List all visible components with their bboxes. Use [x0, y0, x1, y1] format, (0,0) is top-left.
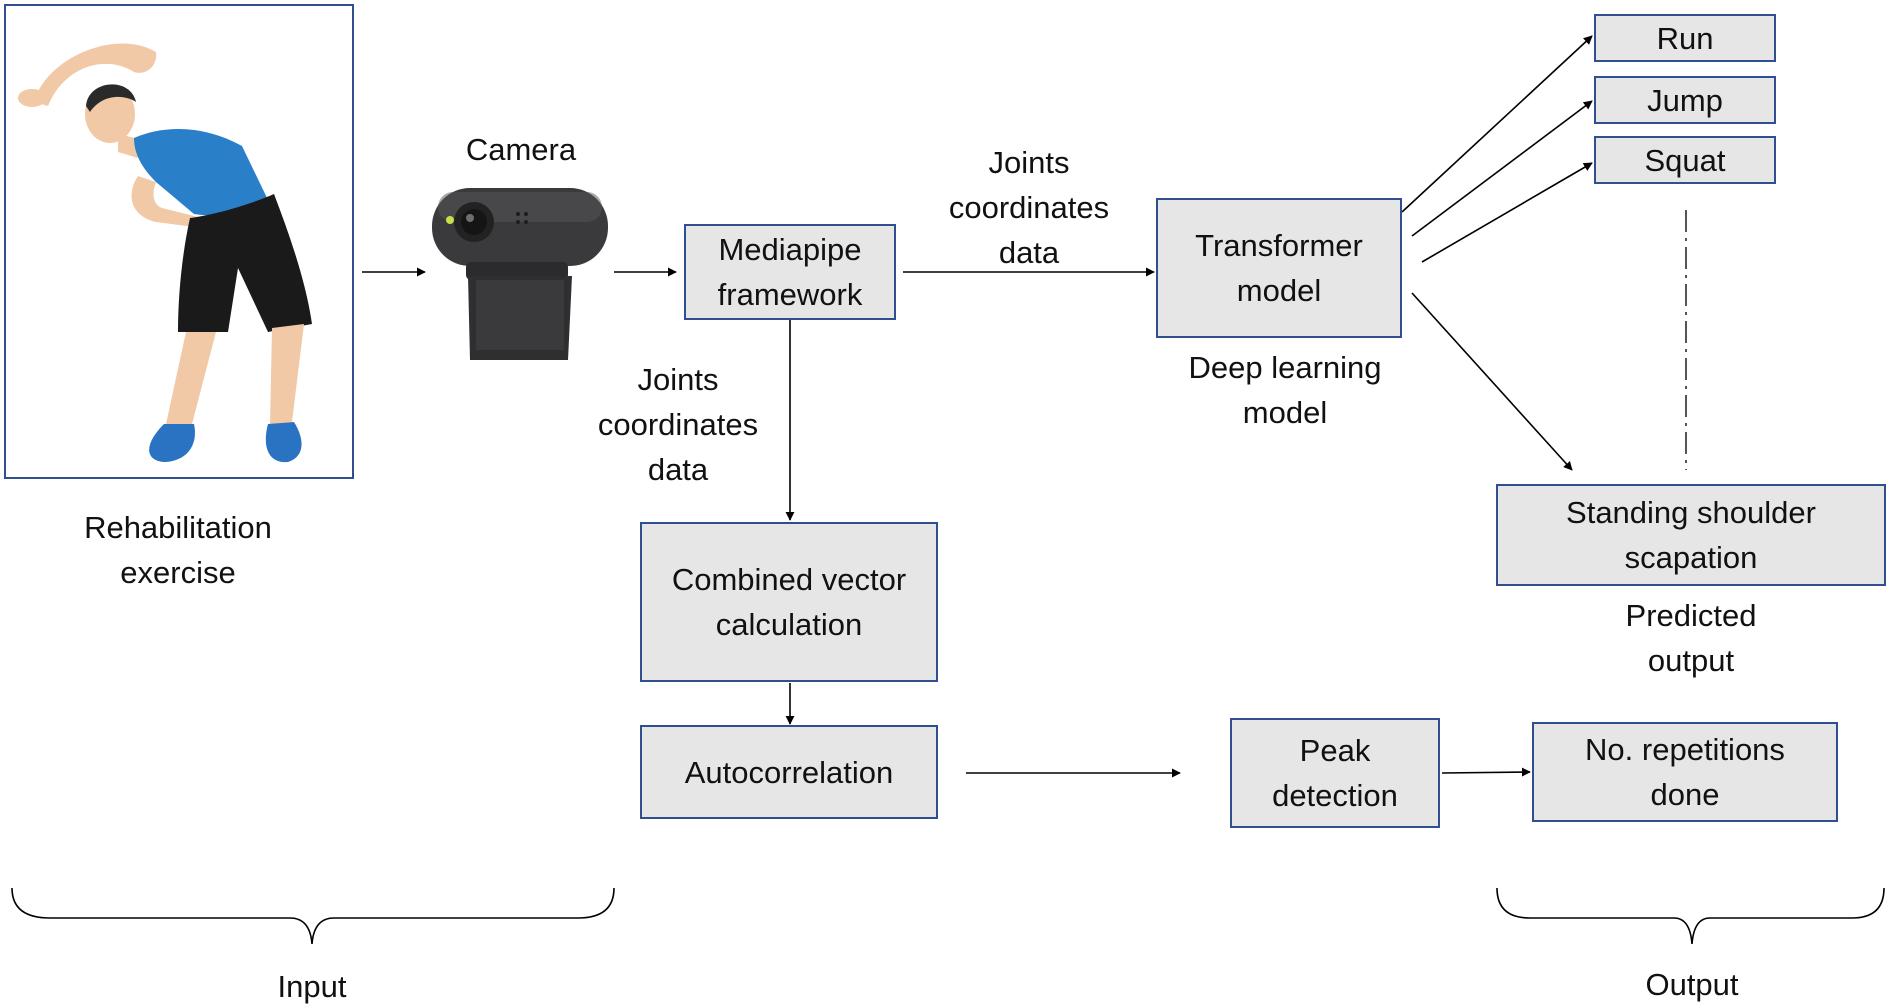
person-side-stretch-illustration: [18, 43, 312, 463]
input-bracket-label: Input: [277, 969, 347, 1004]
input-bracket: [11, 887, 615, 945]
webcam-icon: [432, 188, 608, 360]
camera-label: Camera: [465, 132, 577, 167]
standing-shoulder-box: Standing shoulder scapation: [1496, 484, 1886, 586]
arrow-transformer-to-squat: [1421, 162, 1593, 263]
joints-coordinates-label-left: Joints coordinates data: [597, 362, 759, 487]
transformer-model-box: Transformer model: [1156, 198, 1402, 338]
arrow-peak-to-repetitions: [1441, 767, 1531, 777]
input-image-panel: [4, 4, 354, 479]
mediapipe-framework-box: Mediapipe framework: [684, 224, 896, 320]
deep-learning-label: Deep learning model: [1188, 350, 1382, 430]
repetitions-box: No. repetitions done: [1532, 722, 1838, 822]
predicted-output-label: Predicted output: [1625, 598, 1757, 678]
output-squat-box: Squat: [1594, 136, 1776, 184]
joints-coordinates-label-top: Joints coordinates data: [948, 145, 1110, 270]
arrow-transformer-to-jump: [1411, 100, 1593, 237]
input-caption: Rehabilitation exercise: [84, 510, 272, 590]
combined-vector-box: Combined vector calculation: [640, 522, 938, 682]
output-bracket: [1496, 887, 1885, 945]
arrow-transformer-to-run: [1401, 35, 1593, 213]
arrow-transformer-to-standing: [1411, 292, 1573, 471]
output-bracket-label: Output: [1645, 967, 1739, 1002]
peak-detection-box: Peak detection: [1230, 718, 1440, 828]
autocorrelation-box: Autocorrelation: [640, 725, 938, 819]
output-jump-box: Jump: [1594, 76, 1776, 124]
output-run-box: Run: [1594, 14, 1776, 62]
